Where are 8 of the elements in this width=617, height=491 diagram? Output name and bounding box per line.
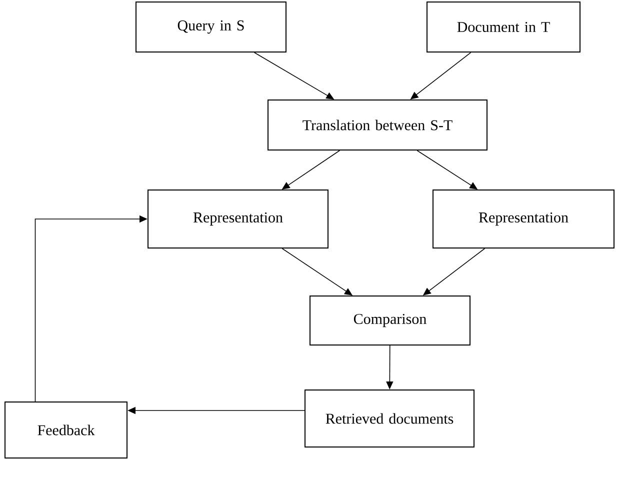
process-box: Representation xyxy=(432,190,614,248)
process-box: Comparison xyxy=(310,296,470,346)
process-box: Representation xyxy=(148,190,328,248)
process-box: Translation between S-T xyxy=(268,100,488,150)
process-box: Retrieved documents xyxy=(304,390,474,448)
process-box: Feedback xyxy=(4,402,128,458)
process-box: Query in S xyxy=(136,2,286,52)
process-box: Document in T xyxy=(426,2,580,52)
